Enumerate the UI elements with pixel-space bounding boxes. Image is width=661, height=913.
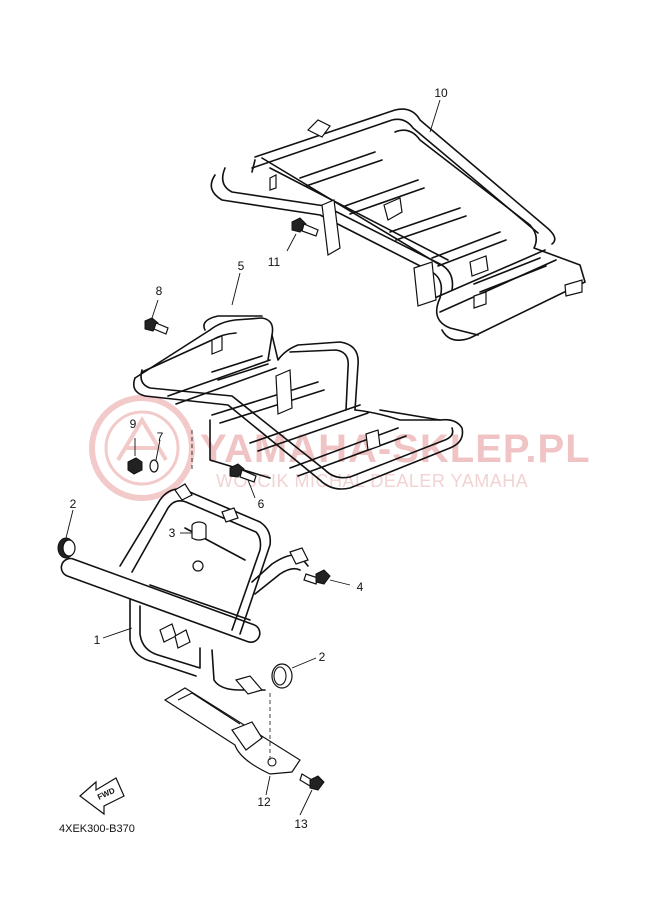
callout-13: 13 — [294, 817, 308, 831]
callout-12: 12 — [257, 795, 271, 809]
callout-11: 11 — [268, 255, 281, 269]
bolt-part-11 — [291, 217, 319, 237]
callout-4: 4 — [357, 580, 364, 594]
washer-part-7 — [149, 459, 159, 473]
callout-9: 9 — [130, 417, 137, 431]
grommet-part-3 — [191, 521, 207, 541]
callout-1: 1 — [94, 633, 101, 647]
callout-5: 5 — [238, 259, 245, 273]
watermark-line-1: YAMAHA-SKLEP.PL — [200, 427, 591, 471]
callout-8: 8 — [156, 284, 163, 298]
callout-2-bottom: 2 — [319, 650, 326, 664]
diagram-code: 4XEK300-B370 — [59, 823, 135, 835]
front-guard-part-1 — [60, 483, 309, 691]
callout-7: 7 — [157, 430, 164, 444]
bolt-part-8 — [144, 317, 169, 335]
callout-6: 6 — [258, 497, 265, 511]
bolt-part-6 — [229, 463, 257, 483]
watermark: YAMAHA-SKLEP.PL WOJCIK MICHAL DEALER YAM… — [89, 395, 591, 501]
leader-lines — [65, 99, 441, 816]
watermark-line-2: WOJCIK MICHAL DEALER YAMAHA — [216, 471, 528, 491]
rear-carrier-part-10 — [210, 108, 586, 341]
callout-10: 10 — [434, 86, 448, 100]
bolt-part-4 — [303, 569, 331, 585]
bolt-part-13 — [299, 773, 325, 791]
forward-direction-arrow: FWD — [79, 777, 125, 816]
callout-2-top: 2 — [70, 497, 77, 511]
alignment-lines — [191, 430, 271, 760]
cap-part-2-left — [57, 537, 76, 559]
bracket-part-12 — [163, 675, 301, 775]
callout-3: 3 — [169, 526, 176, 540]
front-carrier-part-5 — [132, 315, 464, 490]
cap-part-2-right — [271, 663, 293, 689]
callouts: 10 11 5 8 9 7 6 3 2 4 1 2 12 13 — [70, 86, 448, 831]
nut-part-9 — [127, 457, 143, 475]
